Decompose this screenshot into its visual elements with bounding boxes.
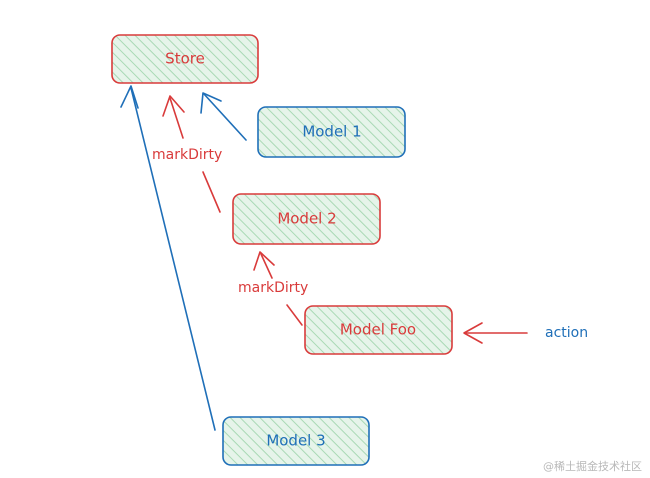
node-model-foo: Model Foo	[304, 305, 453, 355]
edge-label-markdirty-1: markDirty	[152, 147, 222, 163]
edge-label-action: action	[545, 325, 588, 341]
node-model-foo-label: Model Foo	[340, 321, 416, 339]
node-model2: Model 2	[232, 193, 381, 245]
edge-action-to-modelfoo	[463, 322, 528, 344]
edge-model1-to-store	[200, 92, 247, 141]
node-model3: Model 3	[222, 416, 370, 466]
node-model3-label: Model 3	[266, 432, 325, 450]
edge-model3-to-store	[120, 85, 216, 431]
node-model1-label: Model 1	[302, 123, 361, 141]
node-store-label: Store	[165, 50, 205, 68]
edge-modelfoo-to-model2	[253, 251, 303, 326]
node-model1: Model 1	[257, 106, 406, 158]
node-store: Store	[111, 34, 259, 84]
node-model2-label: Model 2	[277, 210, 336, 228]
edge-model2-to-store	[162, 95, 221, 213]
watermark: @稀土掘金技术社区	[543, 460, 642, 473]
edge-label-markdirty-2: markDirty	[238, 280, 308, 296]
